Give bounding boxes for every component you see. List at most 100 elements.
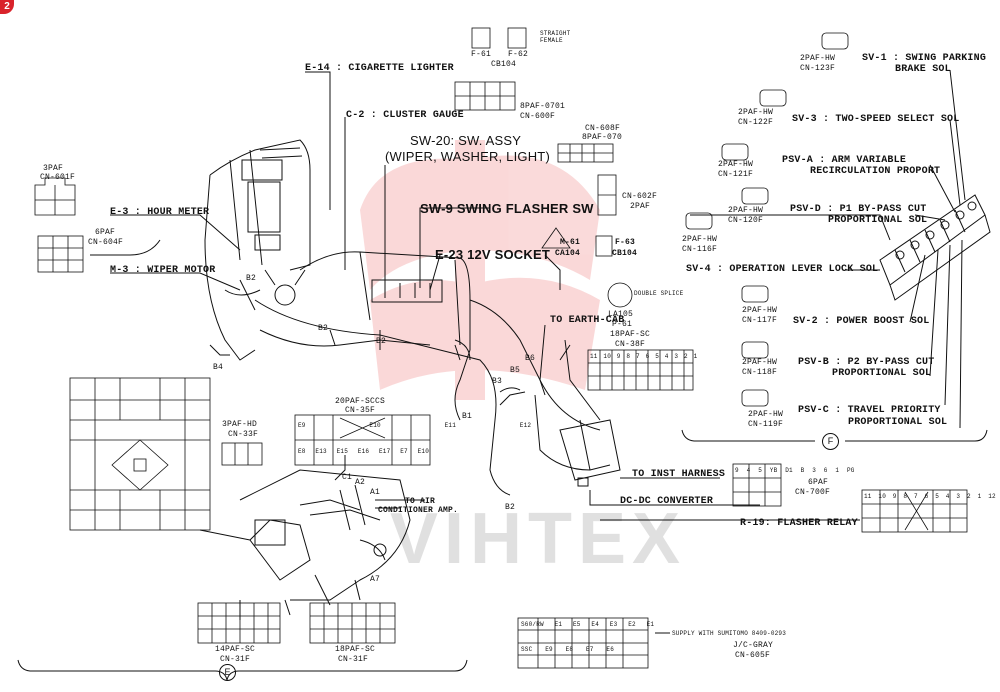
valve-cn-8: CN-118F	[742, 368, 778, 377]
label-sw20-line1: SW-20: SW. ASSY	[410, 133, 522, 148]
valve-type-4: 2PAF-HW	[728, 206, 764, 215]
valve-type-8: 2PAF-HW	[742, 358, 778, 367]
connector-cn608f: CN-608F	[585, 124, 621, 133]
point-a1: A1	[370, 488, 381, 497]
label-to-earth-cab: TO EARTH-CAB	[550, 315, 625, 326]
label-wiper-motor: M-3 : WIPER MOTOR	[110, 265, 216, 276]
valve-label-8b: PROPORTIONAL SOL	[832, 368, 932, 379]
label-supply-note: SUPPLY WITH SUMITOMO 8409-0293	[672, 630, 787, 637]
label-flasher-relay: R-19: FLASHER RELAY	[740, 518, 858, 529]
connector-2paf: 2PAF	[630, 202, 651, 211]
connector-cn31f-b: CN-31F	[338, 655, 369, 664]
point-b6: B6	[525, 354, 536, 363]
connector-cn602f: CN-602F	[622, 192, 658, 201]
valve-cn-3: CN-121F	[718, 170, 754, 179]
pins-cn605f-top: S60/RW E1 E5 E4 E3 E2 E1	[521, 621, 655, 628]
pins-cn605f-bottom: SSC E9 E8 E7 E6	[521, 646, 615, 653]
point-b3: B3	[492, 377, 503, 386]
connector-cn35f: CN-35F	[345, 406, 376, 415]
connector-14paf-sc: 14PAF-SC	[215, 645, 256, 654]
connector-18paf-sc-b: 18PAF-SC	[335, 645, 376, 654]
valve-cn-4: CN-120F	[728, 216, 764, 225]
valve-type-3: 2PAF-HW	[718, 160, 754, 169]
label-cluster-gauge: C-2 : CLUSTER GAUGE	[346, 110, 464, 121]
note-double-splice: DOUBLE SPLICE	[634, 290, 684, 297]
valve-label-9b: PROPORTIONAL SOL	[848, 417, 948, 428]
valve-cn-7: CN-117F	[742, 316, 778, 325]
connector-cn700f: CN-700F	[795, 488, 831, 497]
pins-r19: 11 10 9 8 7 6 5 4 3 2 1 12	[864, 493, 996, 500]
valve-cn-5: CN-116F	[682, 245, 718, 254]
watermark-logo	[360, 140, 600, 400]
label-to-air: TO AIR	[405, 497, 436, 506]
valve-label-9a: PSV-C : TRAVEL PRIORITY	[798, 405, 941, 416]
connector-cn604f: CN-604F	[88, 238, 124, 247]
valve-label-1b: BRAKE SOL	[895, 64, 951, 75]
point-b2-d: B2	[505, 503, 516, 512]
valve-cn-1: CN-123F	[800, 64, 836, 73]
valve-type-5: 2PAF-HW	[682, 235, 718, 244]
connector-f63: F-63	[615, 238, 636, 247]
label-dc-dc-converter: DC-DC CONVERTER	[620, 496, 714, 507]
valve-label-3b: RECIRCULATION PROPORT	[810, 166, 941, 177]
point-a7: A7	[370, 575, 381, 584]
section-marker-e: E	[219, 664, 236, 681]
pins-cn35f-bottom: E8 E13 E15 E16 E17 E7 E10	[298, 448, 430, 455]
label-air-conditioner-amp: CONDITIONER AMP.	[378, 506, 459, 515]
pins-cn700f: 9 4 5 YB D1 B 3 6 1 PG	[735, 467, 855, 474]
point-b5: B5	[510, 366, 521, 375]
valve-type-1: 2PAF-HW	[800, 54, 836, 63]
point-a2: A2	[355, 478, 366, 487]
valve-label-3a: PSV-A : ARM VARIABLE	[782, 155, 907, 166]
connector-cn31f-a: CN-31F	[220, 655, 251, 664]
note-straight: STRAIGHT	[540, 30, 571, 37]
connector-cn600f: CN-600F	[520, 112, 556, 121]
valve-type-7: 2PAF-HW	[742, 306, 778, 315]
connector-cn601f: CN-601F	[40, 173, 76, 182]
connector-8paf-0701: 8PAF-0701	[520, 102, 566, 111]
connector-f61: F-61	[471, 50, 492, 59]
connector-6paf-a: 6PAF	[95, 228, 116, 237]
connector-cn33f: CN-33F	[228, 430, 259, 439]
page-badge: 2	[0, 0, 14, 14]
watermark-text: VIHTEX	[390, 499, 687, 579]
connector-3paf-hd: 3PAF-HD	[222, 420, 258, 429]
connector-p61: P-61	[612, 320, 633, 329]
connector-m61: M-61	[560, 238, 581, 247]
label-sw20-line2: (WIPER, WASHER, LIGHT)	[385, 149, 550, 164]
valve-cn-9: CN-119F	[748, 420, 784, 429]
connector-8paf-070: 8PAF-070	[582, 133, 623, 142]
valve-label-8a: PSV-B : P2 BY-PASS CUT	[798, 357, 935, 368]
valve-label-4b: PROPORTIONAL SOL	[828, 215, 928, 226]
pins-cn38f: 11 10 9 8 7 6 5 4 3 2 1	[590, 353, 698, 360]
valve-type-2: 2PAF-HW	[738, 108, 774, 117]
label-cigarette-lighter: E-14 : CIGARETTE LIGHTER	[305, 63, 454, 74]
pins-cn35f-top: E9 E10 E11 E12	[298, 422, 532, 429]
point-b4: B4	[213, 363, 224, 372]
connector-f62: F-62	[508, 50, 529, 59]
connector-cb104: CB104	[612, 249, 638, 258]
point-c1: C1	[342, 473, 353, 482]
connector-20paf-sccs: 20PAF-SCCS	[335, 397, 386, 406]
label-hour-meter: E-3 : HOUR METER	[110, 207, 210, 218]
note-female: FEMALE	[540, 37, 563, 44]
label-12v-socket: E-23 12V SOCKET	[435, 247, 550, 262]
connector-cb104-top: CB104	[491, 60, 517, 69]
valve-label-4a: PSV-D : P1 BY-PASS CUT	[790, 204, 927, 215]
section-marker-f: F	[822, 433, 839, 450]
point-b2-b: B2	[318, 324, 329, 333]
valve-label-1a: SV-1 : SWING PARKING	[862, 53, 987, 64]
connector-cn38f: CN-38F	[615, 340, 646, 349]
valve-type-9: 2PAF-HW	[748, 410, 784, 419]
valve-cn-2: CN-122F	[738, 118, 774, 127]
label-jc-gray: J/C-GRAY	[733, 641, 774, 650]
valve-label-6a: SV-4 : OPERATION LEVER LOCK SOL	[686, 264, 879, 275]
point-b1: B1	[462, 412, 473, 421]
connector-3paf: 3PAF	[43, 164, 64, 173]
valve-label-2a: SV-3 : TWO-SPEED SELECT SOL	[792, 114, 960, 125]
connector-6paf-b: 6PAF	[808, 478, 829, 487]
label-to-inst-harness: TO INST HARNESS	[632, 469, 726, 480]
label-cn605f: CN-605F	[735, 651, 771, 660]
